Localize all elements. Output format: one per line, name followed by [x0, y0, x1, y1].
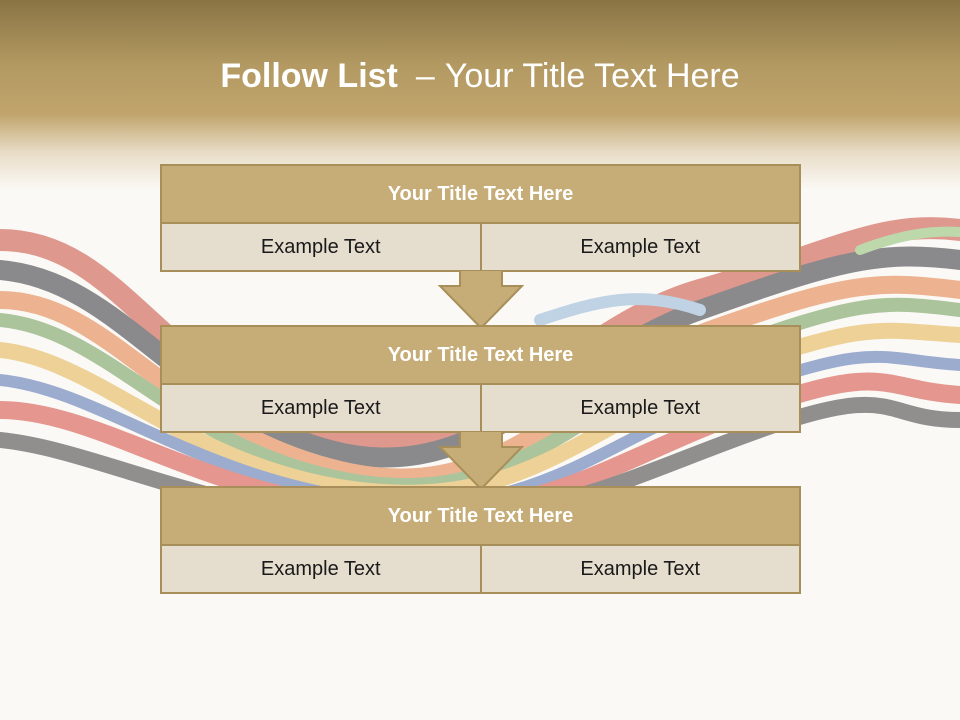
step-title: Your Title Text Here	[162, 488, 799, 546]
step-box-1: Your Title Text Here Example Text Exampl…	[160, 164, 801, 272]
step-title: Your Title Text Here	[162, 327, 799, 385]
slide-title: Follow List–Your Title Text Here	[0, 52, 960, 100]
step-row: Example Text Example Text	[162, 224, 799, 270]
step-cell-right: Example Text	[479, 224, 800, 270]
step-cell-right: Example Text	[479, 385, 800, 431]
step-box-3: Your Title Text Here Example Text Exampl…	[160, 486, 801, 594]
step-cell-left: Example Text	[260, 396, 381, 419]
title-bold-part: Follow List	[220, 57, 398, 95]
step-cell-left: Example Text	[260, 557, 381, 580]
step-row: Example Text Example Text	[162, 385, 799, 431]
header-band	[0, 0, 960, 190]
step-row: Example Text Example Text	[162, 546, 799, 592]
title-dash: –	[415, 57, 435, 95]
step-box-2: Your Title Text Here Example Text Exampl…	[160, 325, 801, 433]
step-cell-right: Example Text	[479, 546, 800, 592]
down-arrow-icon	[438, 431, 524, 491]
step-title: Your Title Text Here	[162, 166, 799, 224]
title-rest: Your Title Text Here	[444, 57, 740, 95]
down-arrow-icon	[438, 270, 524, 330]
step-cell-left: Example Text	[260, 235, 381, 258]
